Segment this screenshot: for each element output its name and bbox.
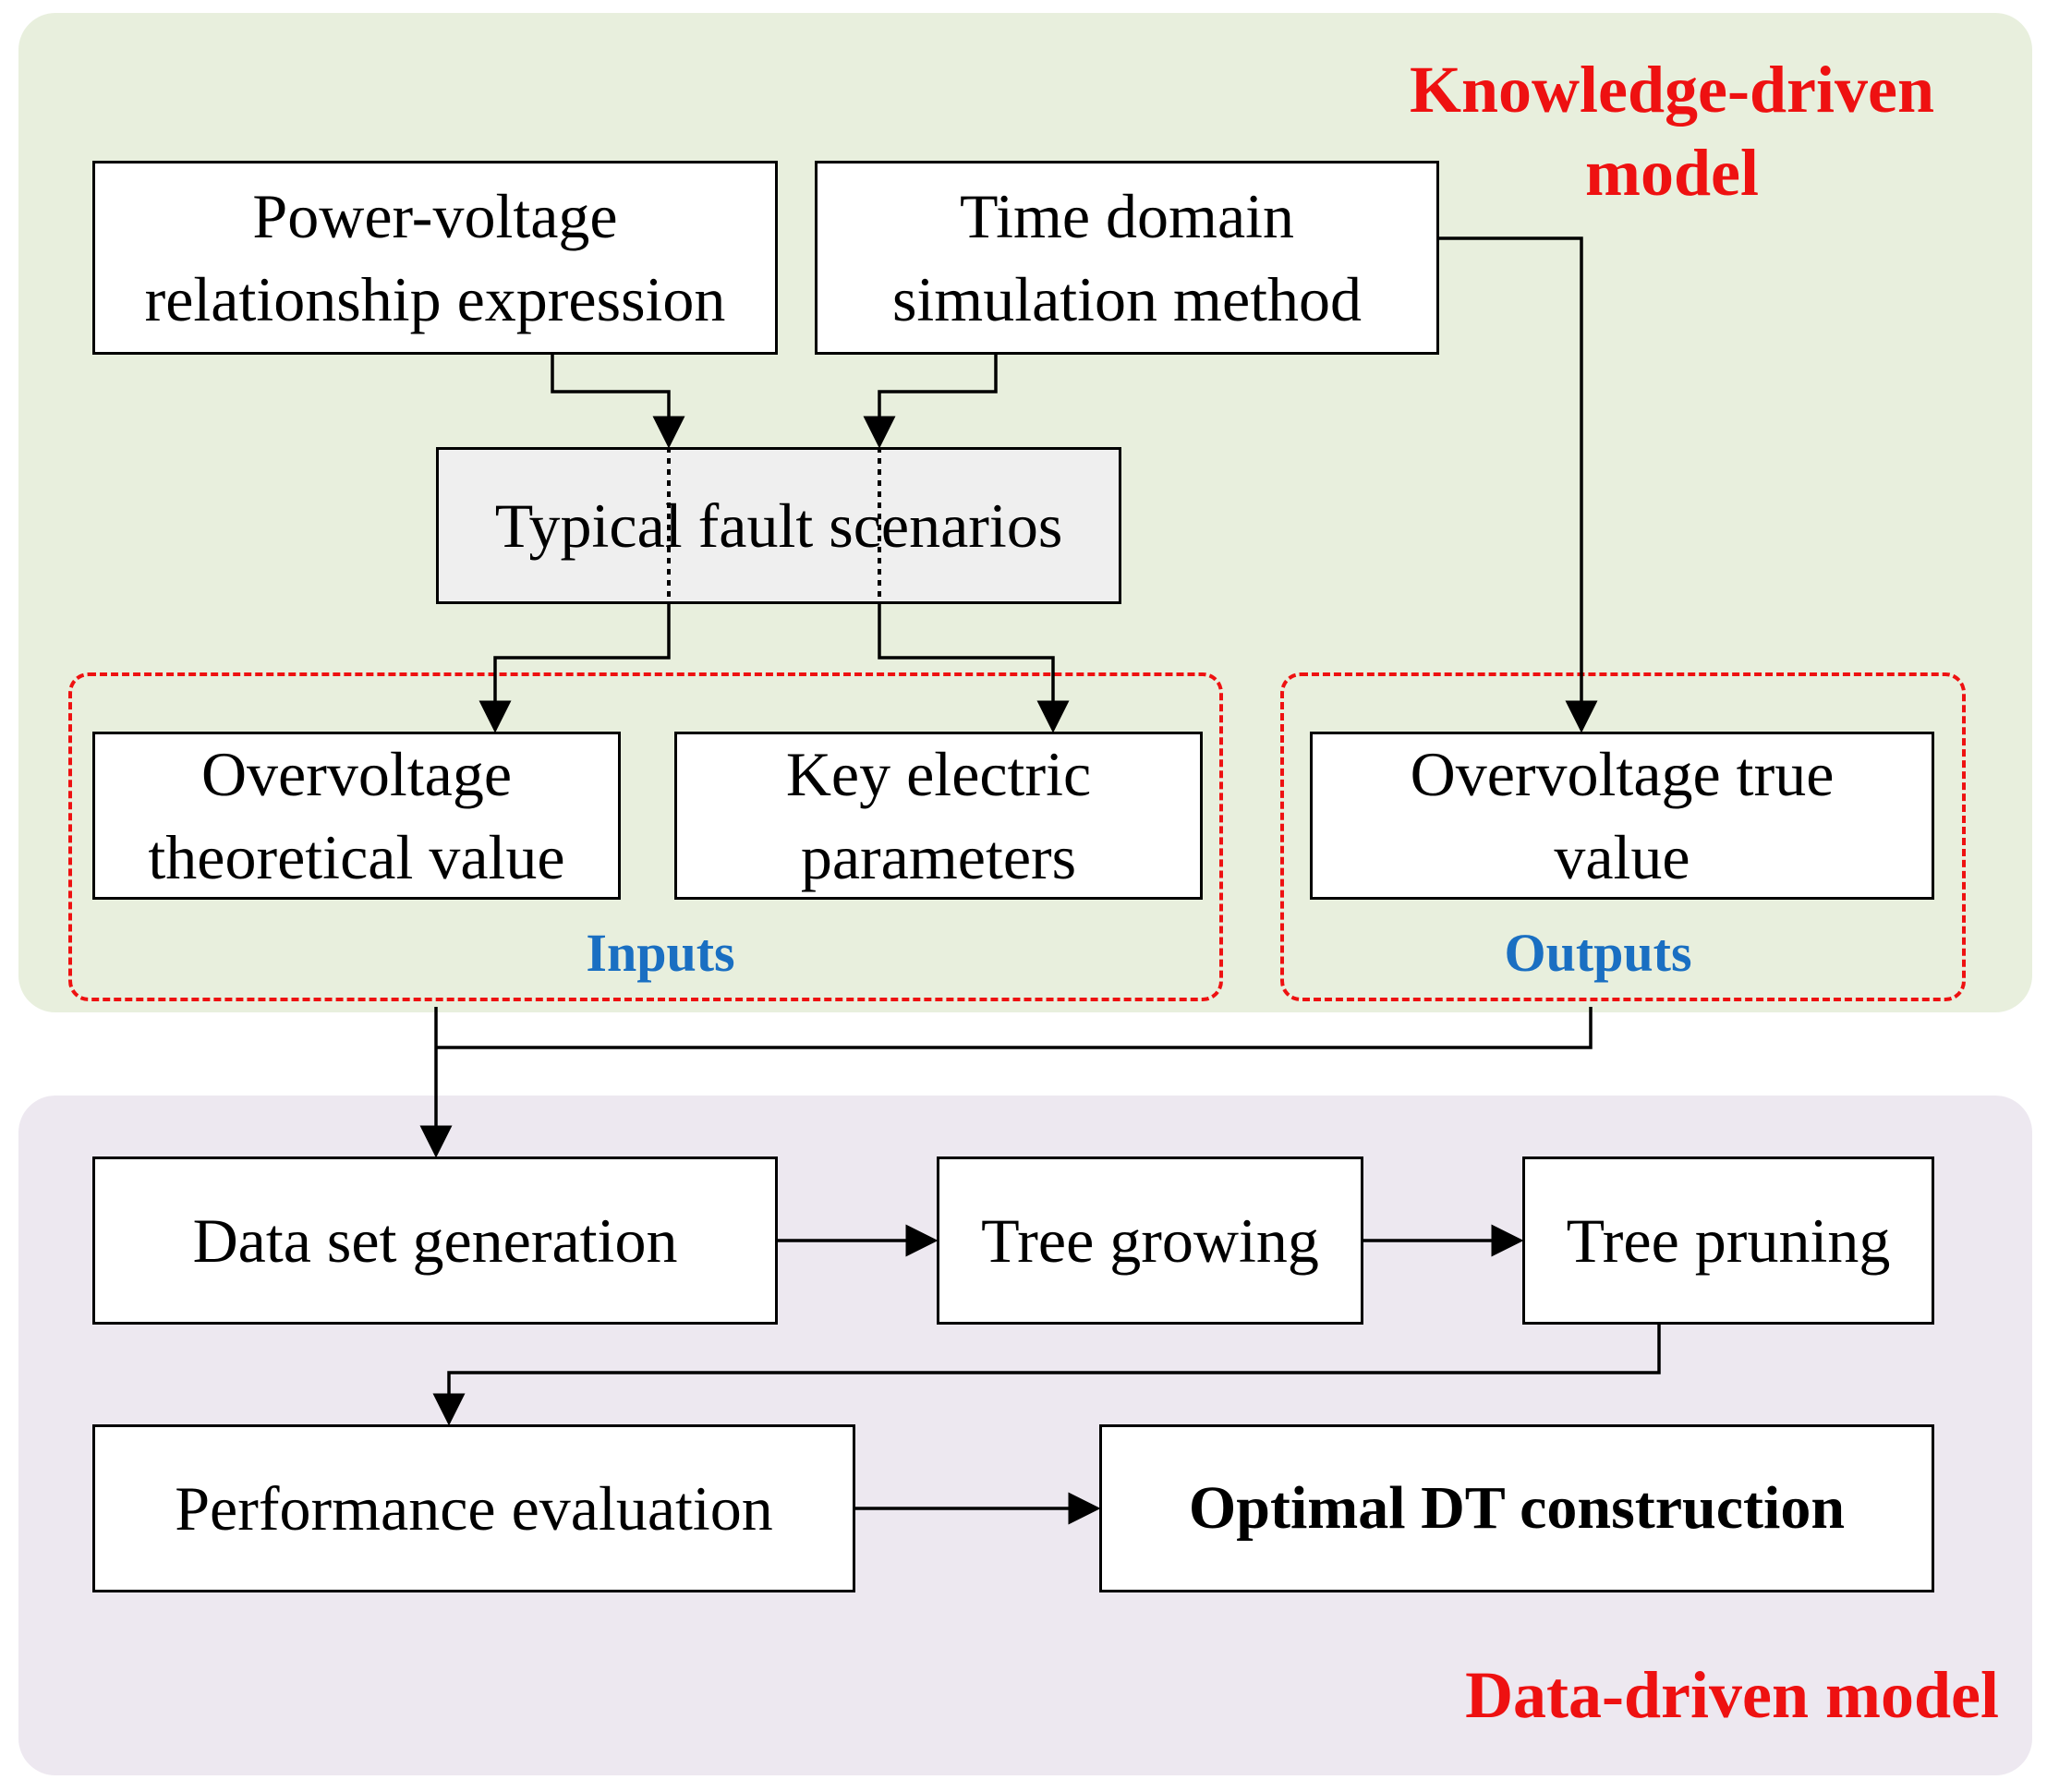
performance-evaluation-label: Performance evaluation [175, 1473, 773, 1544]
tree-growing-label: Tree growing [981, 1205, 1319, 1276]
outputs-label: Outputs [1504, 923, 1692, 983]
data-driven-title: Data-driven model [1465, 1658, 1999, 1732]
data-set-generation-label: Data set generation [192, 1205, 678, 1276]
overvoltage-true-box: Overvoltage true value [1310, 732, 1934, 900]
tree-pruning-box: Tree pruning [1522, 1156, 1934, 1325]
time-domain-label: Time domain simulation method [891, 181, 1363, 334]
overvoltage-theoretical-box: Overvoltage theoretical value [92, 732, 621, 900]
line-outputs-merge [436, 1007, 1593, 1049]
overvoltage-theoretical-label: Overvoltage theoretical value [148, 739, 565, 892]
optimal-dt-label: Optimal DT construction [1188, 1474, 1846, 1542]
outputs-group [1280, 672, 1966, 1001]
tree-growing-box: Tree growing [937, 1156, 1363, 1325]
knowledge-driven-title: Knowledge-driven model [1410, 53, 1934, 210]
power-voltage-box: Power-voltage relationship expression [92, 161, 778, 355]
overvoltage-true-label: Overvoltage true value [1410, 739, 1835, 892]
key-electric-label: Key electric parameters [785, 739, 1092, 892]
key-electric-box: Key electric parameters [674, 732, 1203, 900]
optimal-dt-box: Optimal DT construction [1099, 1424, 1934, 1592]
performance-evaluation-box: Performance evaluation [92, 1424, 855, 1592]
inputs-label: Inputs [586, 923, 735, 983]
typical-fault-label: Typical fault scenarios [494, 490, 1063, 561]
data-set-generation-box: Data set generation [92, 1156, 778, 1325]
power-voltage-label: Power-voltage relationship expression [144, 181, 726, 334]
typical-fault-box: Typical fault scenarios [436, 447, 1121, 604]
tree-pruning-label: Tree pruning [1566, 1205, 1891, 1276]
time-domain-box: Time domain simulation method [815, 161, 1439, 355]
